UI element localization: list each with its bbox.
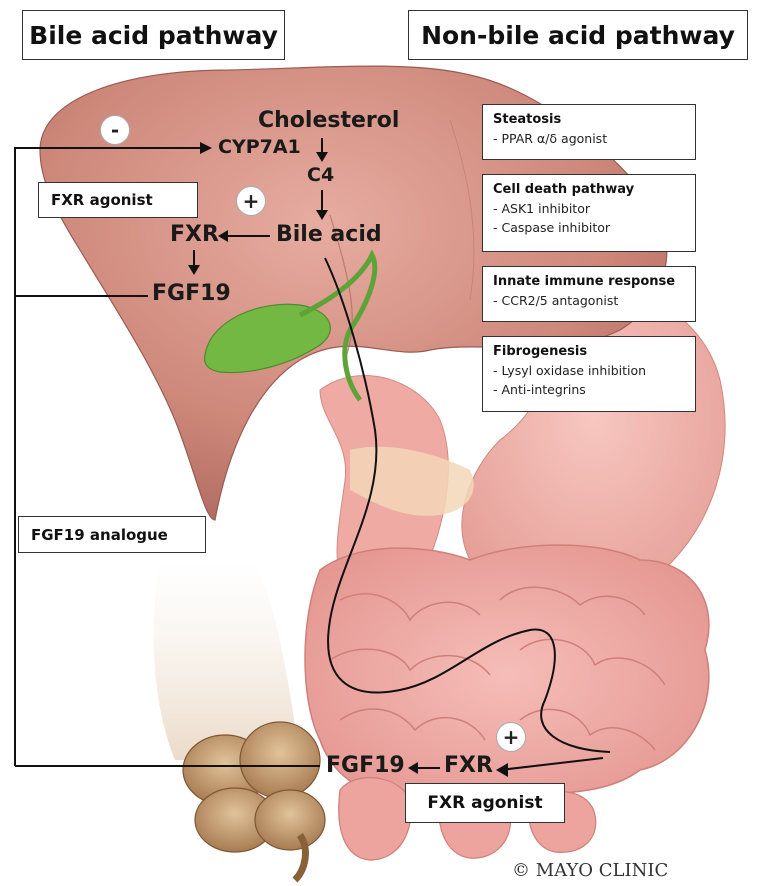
header-bile-acid-pathway: Bile acid pathway [22, 10, 285, 60]
info-box-cell-death: Cell death pathway - ASK1 inhibitor - Ca… [482, 174, 696, 252]
cecum [183, 722, 325, 852]
info-item: - CCR2/5 antagonist [493, 291, 685, 310]
label-fgf19-liver: FGF19 [152, 281, 231, 306]
inhibition-sign: - [100, 115, 130, 145]
info-item: - ASK1 inhibitor [493, 199, 685, 218]
info-title: Cell death pathway [493, 180, 685, 199]
info-box-innate-immune: Innate immune response - CCR2/5 antagoni… [482, 266, 696, 322]
activation-sign-liver: + [236, 186, 266, 216]
info-box-steatosis: Steatosis - PPAR α/δ agonist [482, 104, 696, 160]
info-item: - Caspase inhibitor [493, 218, 685, 237]
info-title: Innate immune response [493, 272, 685, 291]
info-title: Fibrogenesis [493, 342, 685, 361]
info-item: - PPAR α/δ agonist [493, 129, 685, 148]
info-item: - Lysyl oxidase inhibition [493, 361, 685, 380]
fgf19-analogue-box: FGF19 analogue [18, 516, 206, 553]
label-bile-acid: Bile acid [276, 222, 382, 247]
info-item: - Anti-integrins [493, 380, 685, 399]
label-fgf19-intestine: FGF19 [326, 753, 405, 778]
info-title: Steatosis [493, 110, 685, 129]
fxr-agonist-intestine-box: FXR agonist [405, 783, 565, 823]
label-fxr-intestine: FXR [444, 753, 493, 778]
header-non-bile-acid-pathway: Non-bile acid pathway [408, 10, 748, 60]
label-fxr-liver: FXR [170, 222, 219, 247]
label-c4: C4 [307, 164, 334, 186]
label-cholesterol: Cholesterol [258, 108, 399, 133]
fxr-agonist-liver-box: FXR agonist [38, 182, 198, 218]
activation-sign-intestine: + [496, 722, 526, 752]
copyright-text: © MAYO CLINIC [512, 860, 668, 881]
label-cyp7a1: CYP7A1 [218, 136, 301, 158]
info-box-fibrogenesis: Fibrogenesis - Lysyl oxidase inhibition … [482, 336, 696, 412]
